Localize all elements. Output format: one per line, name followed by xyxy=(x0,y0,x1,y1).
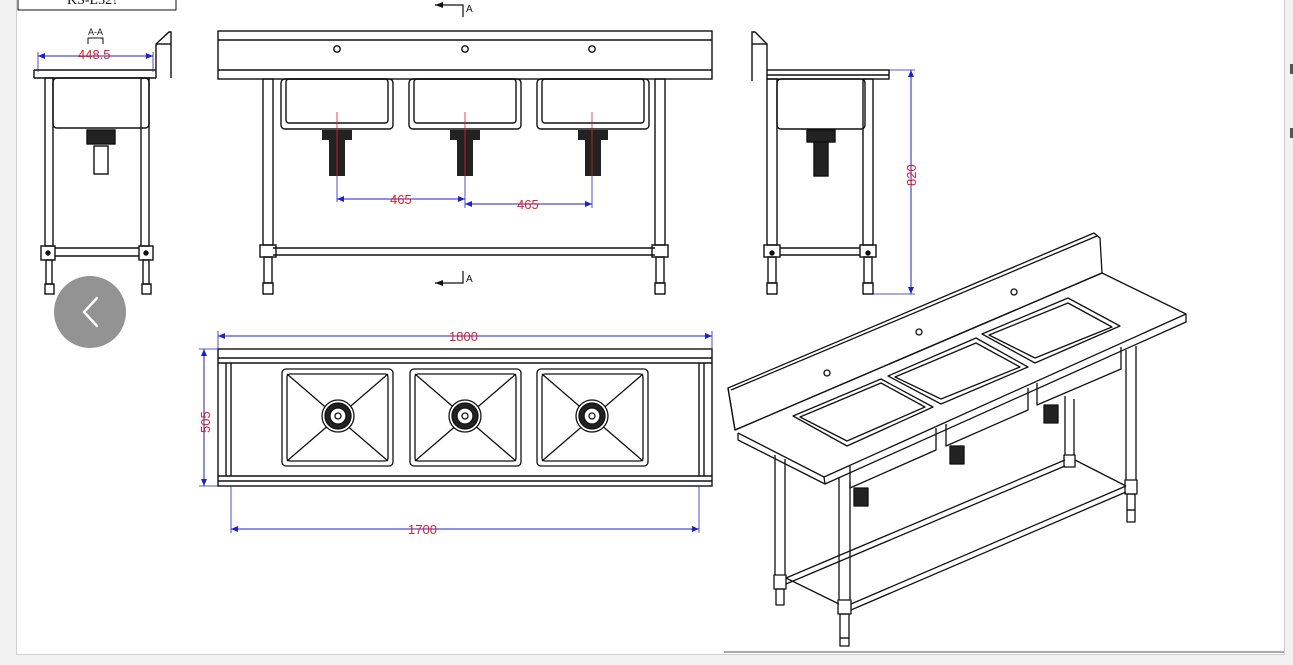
dim-overall-length-label: 1800 xyxy=(449,329,478,344)
dim-side-depth-label: 448.5 xyxy=(78,47,111,62)
dim-inner-length: 1700 xyxy=(230,486,700,537)
chevron-left-icon xyxy=(82,296,99,328)
top-plan-view xyxy=(217,348,713,487)
dim-drain-spacing: 465 465 xyxy=(336,176,593,212)
dim-drain-spacing-2-label: 465 xyxy=(517,197,539,212)
front-view-drains xyxy=(322,112,608,176)
dim-side-depth: 448.5 xyxy=(37,47,154,72)
right-side-view xyxy=(751,31,890,295)
edge-mark-upper xyxy=(1290,64,1293,74)
section-label-group: A-A xyxy=(87,27,104,44)
dim-drain-spacing-1-label: 465 xyxy=(390,192,412,207)
previous-image-button[interactable] xyxy=(54,276,126,348)
dim-height: 820 xyxy=(873,69,919,295)
title-block: KS-L32? xyxy=(17,0,177,11)
section-marker-top-label: A xyxy=(466,4,473,15)
top-plan-bowls xyxy=(281,368,649,467)
technical-drawing: KS-L32? xyxy=(16,0,1285,655)
dim-overall-depth: 505 xyxy=(198,348,218,487)
drawing-canvas: KS-L32? xyxy=(17,0,1284,653)
dim-overall-depth-label: 505 xyxy=(198,411,213,433)
dim-height-label: 820 xyxy=(904,164,919,186)
section-marker-bottom-label: A xyxy=(466,274,473,285)
edge-mark-lower xyxy=(1290,128,1293,138)
dim-overall-length: 1800 xyxy=(217,329,713,349)
section-marker-top: A xyxy=(435,2,473,17)
section-label: A-A xyxy=(88,27,103,37)
title-block-text: KS-L32? xyxy=(67,0,118,8)
side-section-view xyxy=(33,31,172,295)
isometric-view xyxy=(727,232,1187,647)
dim-inner-length-label: 1700 xyxy=(408,522,437,537)
section-marker-bottom: A xyxy=(435,271,473,286)
front-view xyxy=(217,30,713,295)
